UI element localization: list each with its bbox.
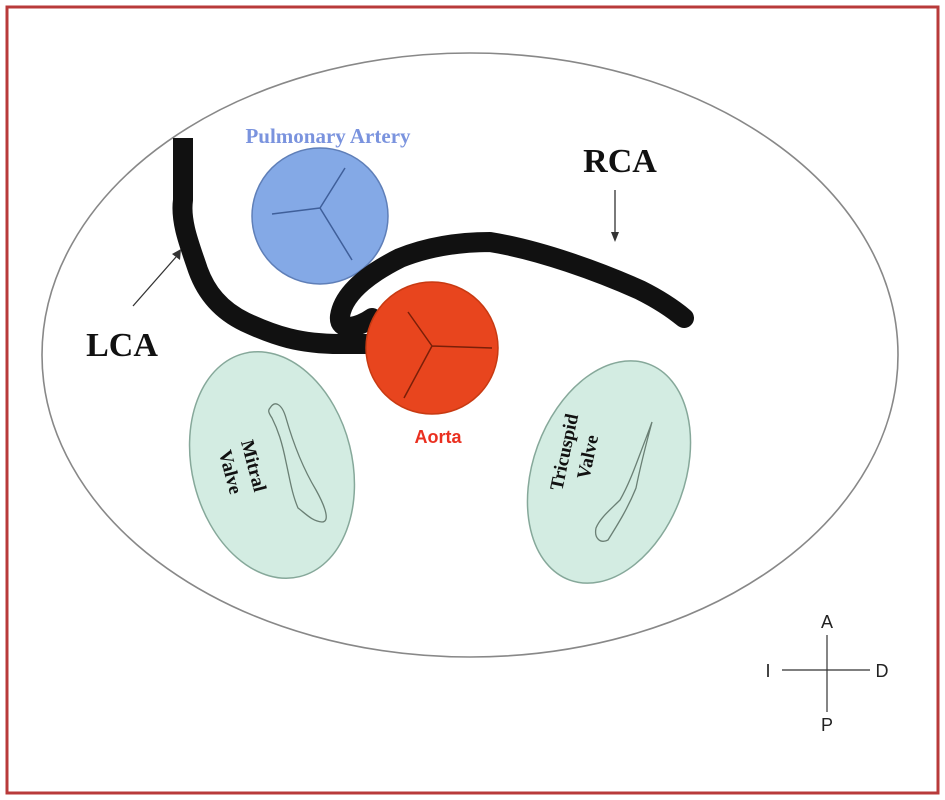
rca-pointer-arrow (611, 190, 619, 242)
mitral-valve (188, 351, 356, 579)
tricuspid-valve (526, 360, 692, 584)
compass-left-label: I (765, 661, 770, 681)
pulmonary-artery (251, 147, 389, 285)
rca-label: RCA (583, 143, 657, 180)
rca-vessel (330, 232, 694, 337)
compass-posterior-label: P (821, 715, 833, 735)
aorta (365, 281, 499, 415)
heart-outline (41, 52, 899, 658)
orientation-compass (782, 635, 870, 712)
compass-right-label: D (876, 661, 889, 681)
pulmonary-artery-label: Pulmonary Artery (245, 124, 411, 148)
lca-vessel (172, 138, 380, 354)
lca-label: LCA (86, 327, 158, 364)
lca-pointer-arrow (132, 249, 181, 307)
compass-anterior-label: A (821, 612, 833, 632)
aorta-label: Aorta (414, 427, 462, 447)
